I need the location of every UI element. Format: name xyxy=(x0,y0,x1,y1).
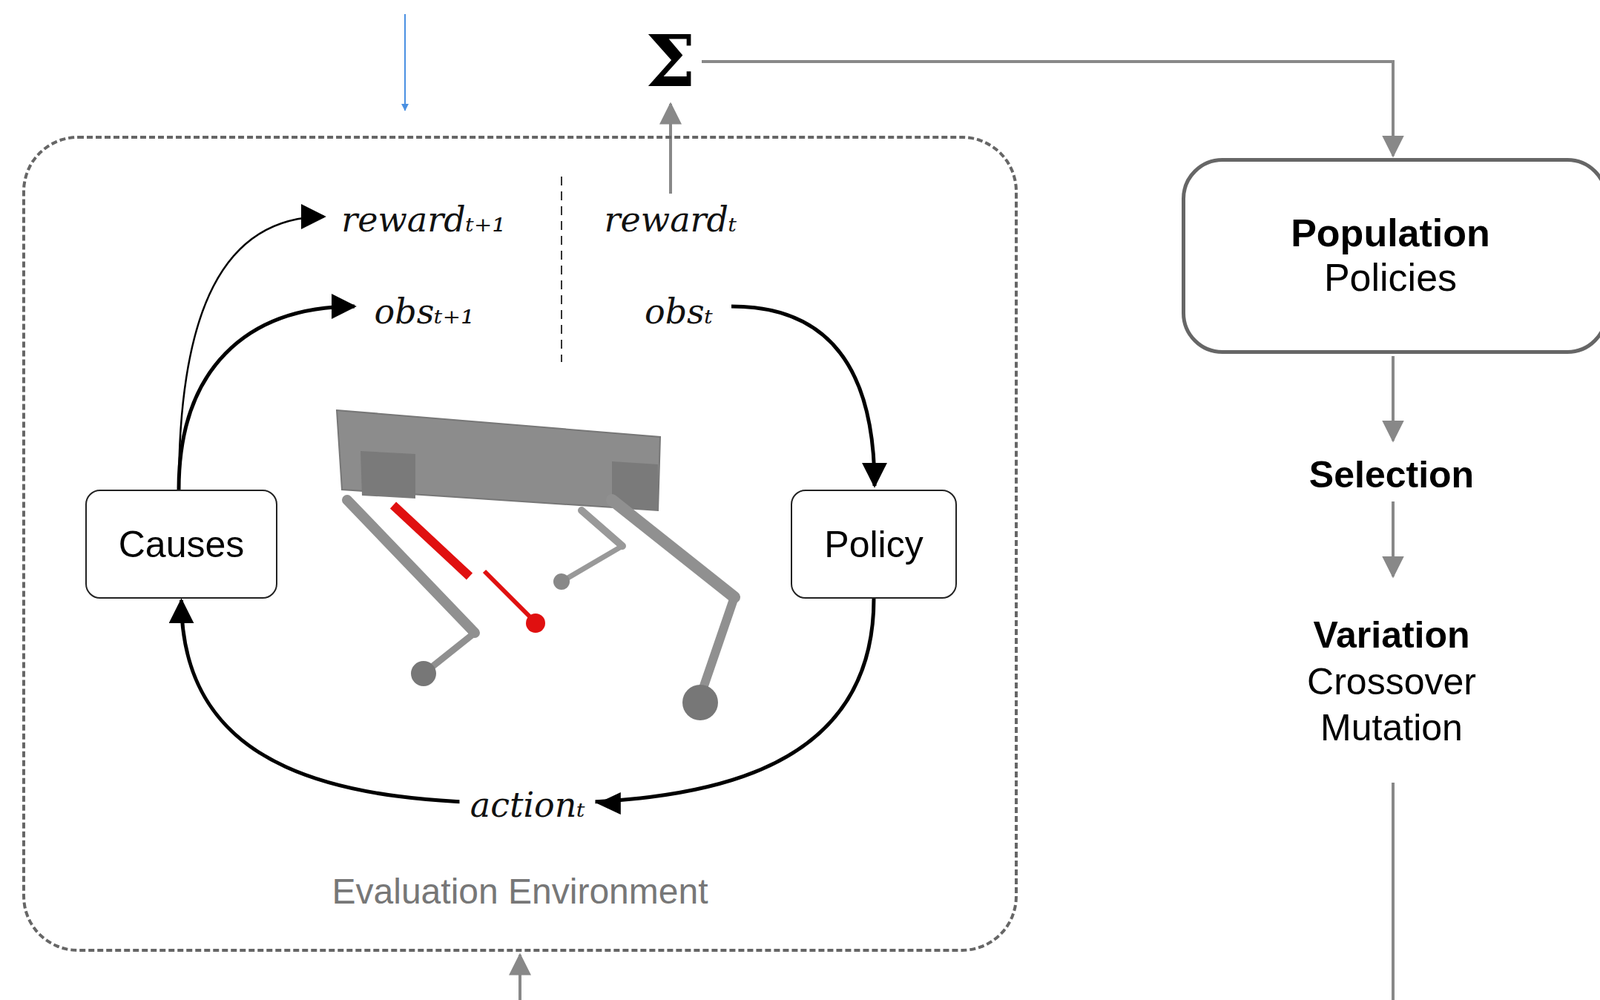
arrowhead xyxy=(597,792,621,815)
variation-arrow xyxy=(1391,501,1395,577)
sum-symbol: Σ xyxy=(645,25,696,98)
process-box: Causes xyxy=(85,489,278,599)
step-item: Crossover xyxy=(1307,661,1477,703)
environment-region: Evaluation Environment Causes Policy xyxy=(22,135,1018,952)
obs-arrow xyxy=(178,306,355,490)
step-item: Mutation xyxy=(1320,707,1463,749)
box-heading: Population xyxy=(1290,211,1491,256)
process-box: Policy xyxy=(790,489,957,599)
box-label: Policy xyxy=(824,522,923,566)
obs-policy-arrow xyxy=(731,306,875,486)
signal-label: obsₜ xyxy=(644,292,713,331)
pointer-line xyxy=(404,14,406,111)
signal-label: obsₜ₊₁ xyxy=(374,292,475,331)
select-arrow xyxy=(1391,356,1395,441)
sum-arrow xyxy=(669,103,673,194)
signal-label: rewardₜ₊₁ xyxy=(341,201,506,239)
fitness-line xyxy=(701,61,1394,156)
region-label: Evaluation Environment xyxy=(332,870,709,912)
return-line xyxy=(1391,782,1395,1000)
box-body: Policies xyxy=(1324,255,1457,301)
robot-illustration xyxy=(336,410,735,721)
signal-label: rewardₜ xyxy=(604,201,738,239)
connector xyxy=(181,598,875,804)
step-heading: Variation xyxy=(1312,614,1470,656)
step-heading: Selection xyxy=(1309,454,1474,496)
time-divider xyxy=(560,176,563,362)
population-box: PopulationPolicies xyxy=(1181,157,1600,354)
edge-label: actionₜ xyxy=(459,784,596,829)
box-label: Causes xyxy=(118,522,245,566)
return-arrow xyxy=(518,954,522,1000)
reward-arrow xyxy=(178,216,325,490)
